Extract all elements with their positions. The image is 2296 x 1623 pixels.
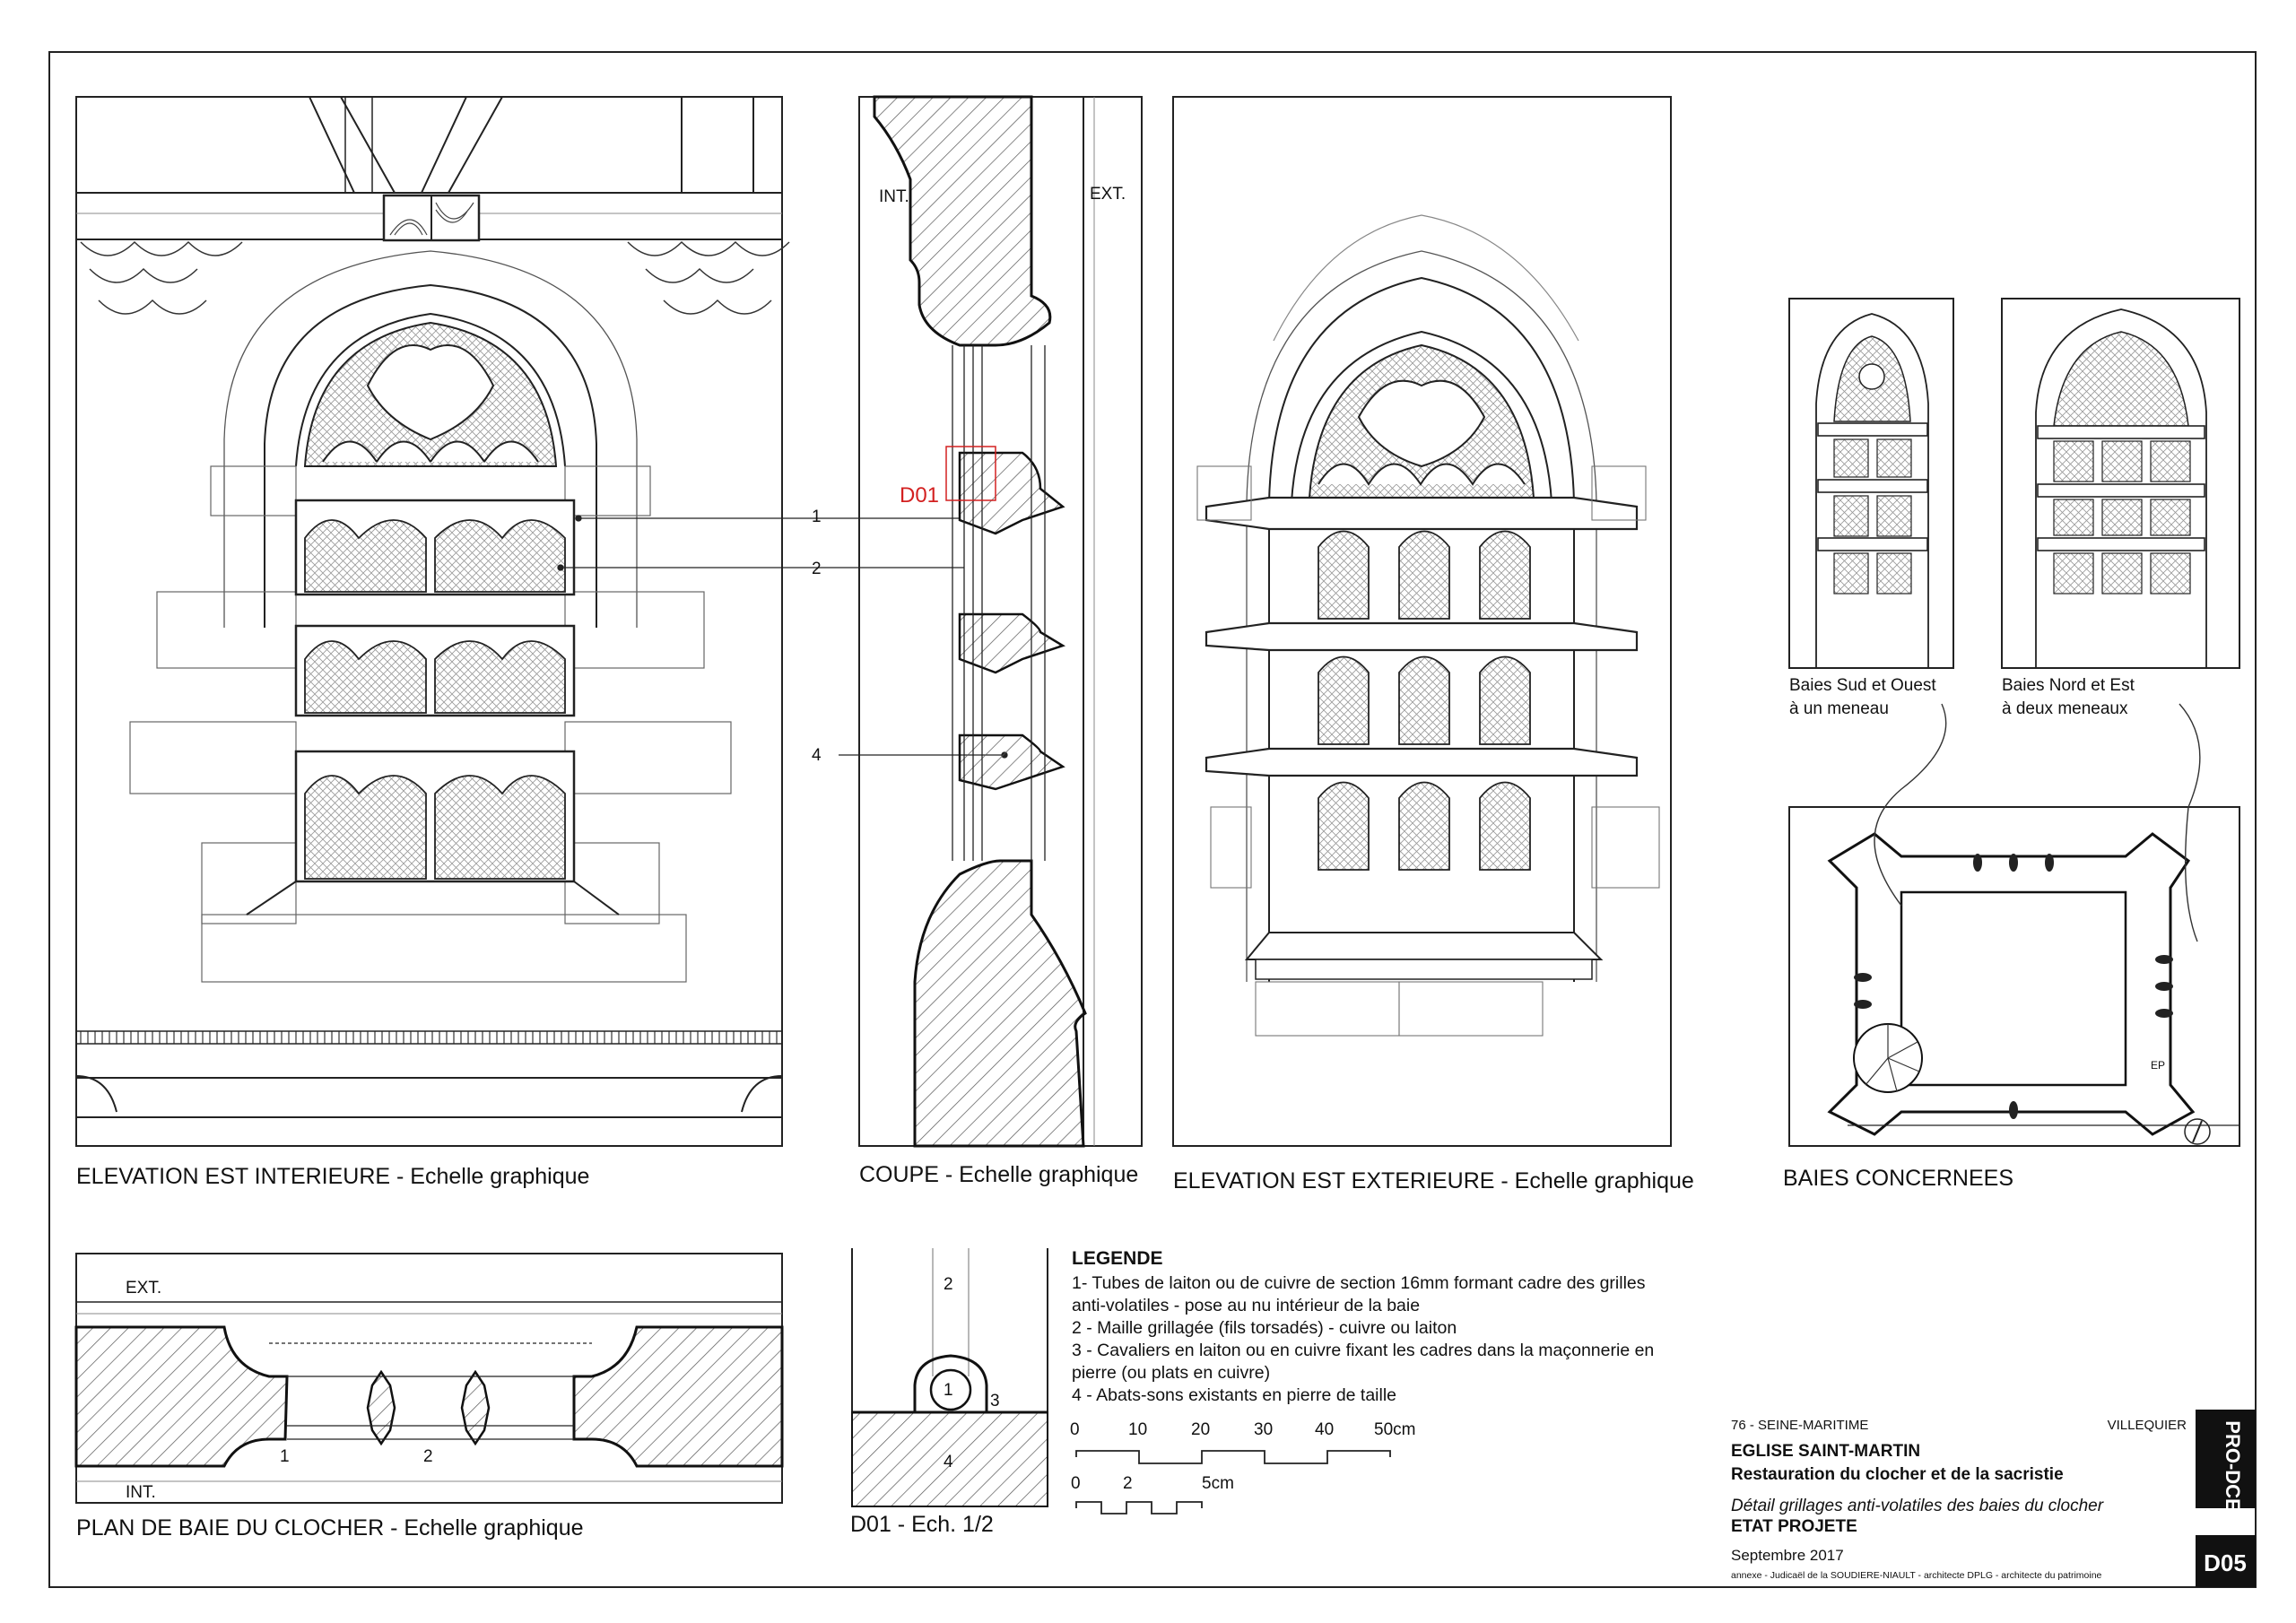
scale1-tick: 10 [1128, 1420, 1147, 1439]
baies-nord-est-label-1: Baies Nord et Est [2002, 676, 2135, 695]
scale1-tick: 30 [1254, 1420, 1273, 1439]
tb-number-box [2196, 1535, 2256, 1587]
legende-line: 1- Tubes de laiton ou de cuivre de secti… [1072, 1273, 1646, 1293]
tb-number: D05 [2204, 1549, 2247, 1576]
baies-sud-ouest-label-2: à un meneau [1789, 699, 1889, 718]
coupe-int-label: INT. [879, 187, 909, 206]
tb-drawing: Détail grillages anti-volatiles des baie… [1731, 1497, 2104, 1515]
plan-right-jamb [572, 1325, 784, 1468]
tb-phase-box [2196, 1410, 2256, 1508]
coupe-caption: COUPE - Echelle graphique [859, 1162, 1138, 1187]
detail-tube [929, 1368, 972, 1411]
plan-ext-label: EXT. [126, 1279, 161, 1298]
tb-date: Septembre 2017 [1731, 1547, 1844, 1564]
clocher-plan-frame [1788, 806, 2240, 1147]
plan-de-baie: EXT. INT. 1 2 PLAN DE BAIE DU CLOCHER - … [74, 1253, 784, 1541]
scale1-tick: 20 [1191, 1420, 1210, 1439]
legende-line: 4 - Abats-sons existants en pierre de ta… [1072, 1385, 1396, 1405]
plan-caption: PLAN DE BAIE DU CLOCHER - Echelle graphi… [76, 1515, 584, 1541]
baie-nord-est-frame [2001, 298, 2240, 669]
callout-2: 2 [812, 560, 822, 578]
coupe-section: INT. EXT. D01 1 2 4 COUPE - Echelle grap… [812, 95, 1143, 1187]
elev-int-frame [75, 96, 783, 1147]
legende-line: 3 - Cavaliers en laiton ou en cuivre fix… [1072, 1341, 1654, 1360]
tb-project: Restauration du clocher et de la sacrist… [1731, 1465, 2064, 1484]
coupe-lower-wall [913, 859, 1087, 1148]
scale2-tick: 0 [1071, 1474, 1081, 1493]
scale2-tick: 2 [1123, 1474, 1133, 1493]
elev-ext-shelves [1205, 496, 1639, 777]
plan-callout-1: 1 [280, 1447, 290, 1466]
elev-int-caption: ELEVATION EST INTERIEURE - Echelle graph… [76, 1164, 589, 1189]
plan-left-jamb [74, 1325, 289, 1468]
tb-town: VILLEQUIER [2108, 1418, 2187, 1433]
plan-int-label: INT. [126, 1483, 156, 1502]
scale1-tick: 40 [1315, 1420, 1334, 1439]
baies-sud-ouest-label-1: Baies Sud et Ouest [1789, 676, 1936, 695]
detail-d01-ref: D01 [900, 483, 939, 508]
detail-caption: D01 - Ech. 1/2 [850, 1512, 994, 1537]
north-arrow [2184, 1118, 2211, 1145]
title-block: 76 - SEINE-MARITIME VILLEQUIER EGLISE SA… [1731, 1410, 2256, 1587]
callout-4: 4 [812, 746, 822, 765]
graphic-scale-5cm: 0 2 5cm [1071, 1474, 1234, 1515]
scale1-tick: 0 [1070, 1420, 1080, 1439]
sheet-border [48, 51, 2257, 1588]
tb-phase: PRO-DCE [2222, 1420, 2244, 1511]
legende-line: 2 - Maille grillagée (fils torsadés) - c… [1072, 1318, 1457, 1338]
tb-state: ETAT PROJETE [1731, 1517, 1857, 1536]
detail-callout-1: 1 [944, 1381, 953, 1400]
coupe-abat-sons [958, 451, 1065, 791]
plan-mullions [366, 1369, 491, 1446]
baie-sud-ouest-frame [1788, 298, 1954, 669]
detail-callout-2: 2 [944, 1275, 953, 1294]
elev-ext-caption: ELEVATION EST EXTERIEURE - Echelle graph… [1173, 1168, 1694, 1193]
tb-architect: annexe - Judicaël de la SOUDIERE-NIAULT … [1731, 1570, 2102, 1581]
elevation-exterieure: ELEVATION EST EXTERIEURE - Echelle graph… [1172, 96, 1694, 1193]
detail-stone [851, 1411, 1048, 1507]
baies-concernees: Baies Sud et Ouest à un meneau Baies Nor… [1783, 298, 2240, 1191]
detail-cavalier [913, 1354, 988, 1412]
elev-ext-frame [1172, 96, 1672, 1147]
legende-line: anti-volatiles - pose au nu intérieur de… [1072, 1296, 1420, 1315]
tb-church: EGLISE SAINT-MARTIN [1731, 1442, 1920, 1461]
legende: LEGENDE 1- Tubes de laiton ou de cuivre … [1072, 1248, 1654, 1405]
detail-d01-marker [945, 446, 996, 501]
elev-int-grilles [246, 499, 620, 916]
detail-callout-3: 3 [990, 1392, 1000, 1410]
detail-callout-4: 4 [944, 1453, 953, 1471]
baies-nord-est-label-2: à deux meneaux [2002, 699, 2128, 718]
ep-label: EP [2151, 1059, 2165, 1072]
elevation-interieure: ELEVATION EST INTERIEURE - Echelle graph… [75, 96, 1008, 1189]
callout-1: 1 [812, 508, 822, 526]
legende-title: LEGENDE [1072, 1248, 1163, 1269]
legende-line: pierre (ou plats en cuivre) [1072, 1363, 1270, 1383]
baies-caption: BAIES CONCERNEES [1783, 1166, 2013, 1191]
tb-dept: 76 - SEINE-MARITIME [1731, 1418, 1868, 1433]
detail-d01: 1 2 3 4 D01 - Ech. 1/2 [850, 1248, 1048, 1537]
coupe-ext-label: EXT. [1090, 185, 1126, 204]
graphic-scale-50cm: 0 10 20 30 40 50cm [1070, 1420, 1415, 1464]
scale2-tick: 5cm [1202, 1474, 1234, 1493]
scale1-tick: 50cm [1374, 1420, 1415, 1439]
plan-callout-2: 2 [423, 1447, 433, 1466]
coupe-upper-wall [873, 95, 1052, 347]
